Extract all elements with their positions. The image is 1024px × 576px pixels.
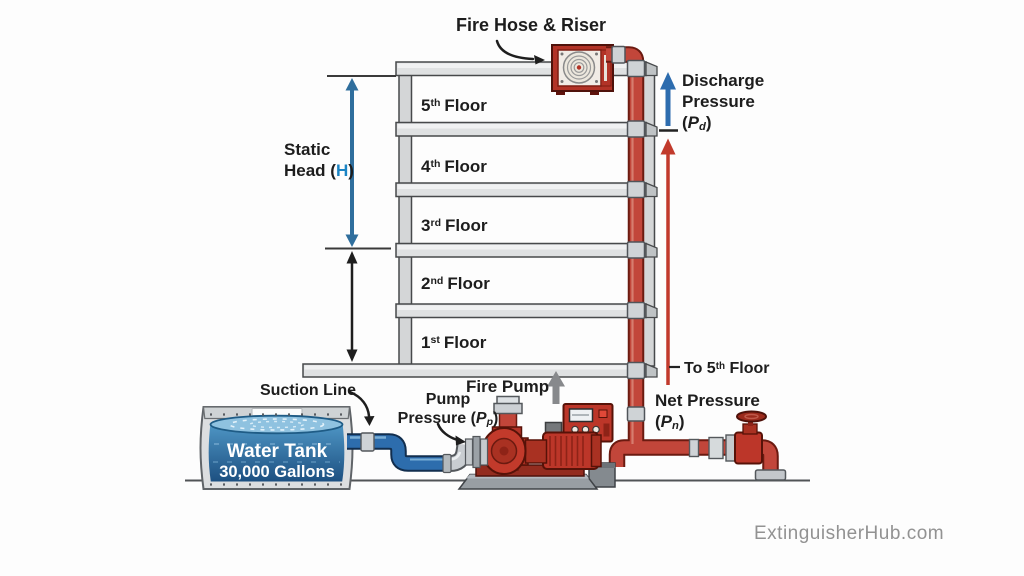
static-head-arrow	[345, 78, 359, 247]
steel-elbow	[441, 443, 474, 474]
valve-wheel	[736, 410, 767, 423]
watermark: ExtinguisherHub.com	[754, 523, 945, 544]
net-pressure-label: Net Pressure (Pn)	[655, 391, 760, 433]
building-left-wall	[398, 73, 413, 367]
static-head-measure	[325, 75, 396, 362]
pump-control-panel	[562, 403, 614, 443]
suction-pipe	[347, 432, 474, 474]
lower-height-arrow	[346, 251, 358, 362]
valve-body	[734, 431, 763, 465]
hose-label-arrow	[495, 39, 535, 61]
suction-coupling	[360, 432, 375, 452]
suction-line-label: Suction Line	[260, 382, 356, 399]
water-tank-label: Water Tank 30,000 Gallons	[219, 441, 335, 481]
hose-valve	[688, 410, 787, 481]
fire-pump-label: Fire Pump	[466, 377, 550, 396]
net-pressure-arrow	[660, 138, 676, 385]
suction-label-arrow	[348, 390, 371, 418]
fire-pump-arrow	[547, 371, 565, 404]
label-arrows	[348, 39, 545, 446]
pump-pressure-label: Pump Pressure (Pp)	[397, 391, 499, 429]
fire-hose-riser-label: Fire Hose & Riser	[455, 15, 607, 35]
fire-hose-cabinet	[551, 44, 614, 95]
pump-volute	[481, 427, 527, 475]
pump-label-arrow	[436, 422, 458, 441]
static-head-label: Static Head (H)	[284, 140, 354, 180]
riser-pipe	[606, 45, 745, 467]
tank-water	[208, 423, 345, 482]
pump-inlet-flange	[464, 435, 489, 469]
hose-reel-icon	[560, 51, 598, 84]
discharge-pressure-arrow	[660, 72, 676, 126]
pump-motor	[542, 421, 602, 470]
valve-base-flange	[754, 469, 787, 481]
fire-pump	[457, 395, 616, 490]
pump-skid	[475, 464, 585, 477]
water-tank	[199, 406, 354, 490]
pump-coupling-housing	[524, 439, 548, 464]
pressure-arrows	[659, 72, 680, 385]
riser-couplings	[611, 45, 646, 422]
to-5th-floor-label: To 5th Floor	[684, 360, 770, 377]
discharge-pressure-label: Discharge Pressure (Pd)	[682, 71, 765, 134]
discharge-header-pipe	[610, 441, 745, 467]
floor-slabs	[302, 61, 658, 378]
